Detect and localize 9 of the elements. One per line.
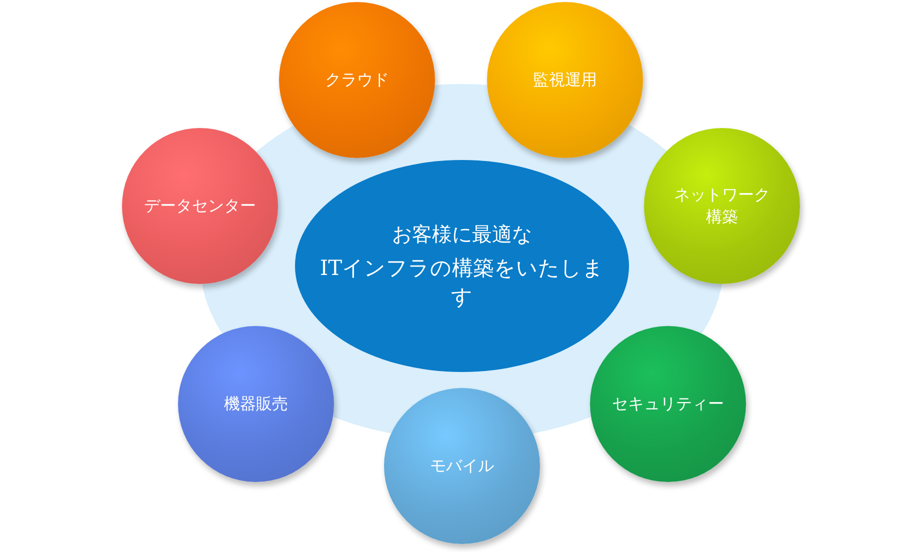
service-label: セキュリティー: [612, 393, 724, 415]
service-label: 機器販売: [224, 393, 288, 415]
service-label: データセンター: [144, 195, 256, 217]
tagline-text: お客様に最適な: [392, 221, 532, 248]
service-label: モバイル: [430, 455, 494, 477]
service-label: クラウド: [325, 69, 389, 91]
service-label: 監視運用: [533, 69, 597, 91]
tagline-text: ITインフラの構築をいたします: [318, 255, 606, 310]
service-label: ネットワーク構築: [673, 184, 771, 228]
